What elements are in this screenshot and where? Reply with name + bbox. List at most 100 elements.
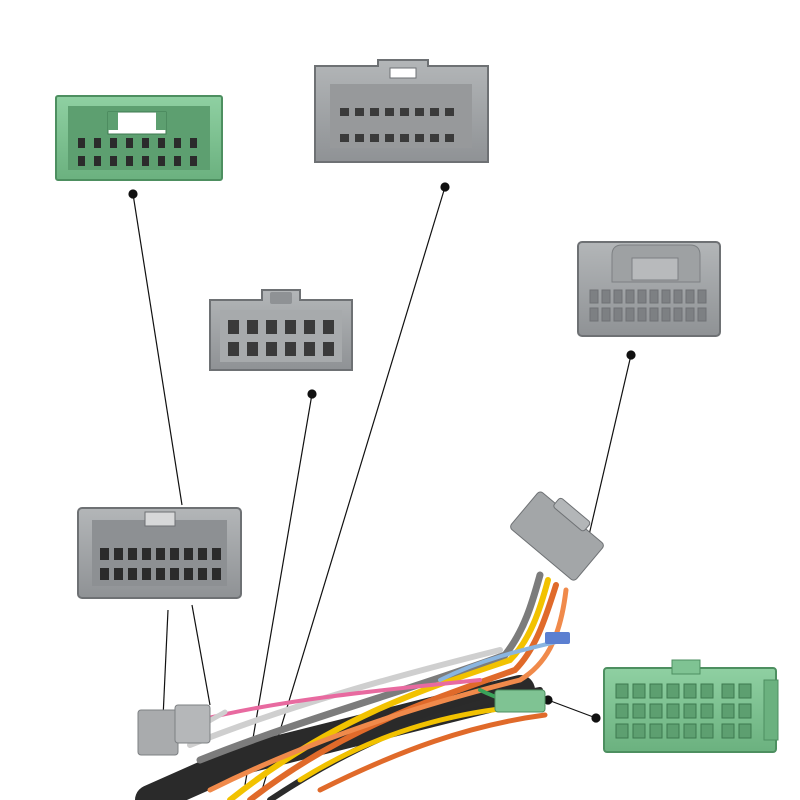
wire <box>198 678 482 722</box>
pin-cavity <box>198 548 207 560</box>
leader-dot <box>440 182 450 192</box>
pin-cavity <box>114 548 123 560</box>
leader-line-gray-20pin-left-a <box>162 609 169 719</box>
leader-line-gray-20pin-left-b <box>191 604 211 706</box>
pin-row <box>615 683 752 739</box>
wire <box>247 582 559 800</box>
pin-cavity <box>304 342 315 356</box>
pin-cavity <box>266 320 277 334</box>
pin-cavity <box>128 548 137 560</box>
pin-cavity <box>589 289 599 304</box>
pin-cavity <box>156 548 165 560</box>
pin-cavity <box>385 134 394 142</box>
pin-cavity <box>700 683 714 699</box>
small-green-plug <box>494 689 546 713</box>
connector-green-24pin <box>603 659 779 753</box>
leader-dot <box>307 389 317 399</box>
pin-cavity <box>110 156 117 166</box>
pin-row <box>228 320 334 356</box>
pin-cavity <box>247 320 258 334</box>
pin-cavity <box>400 134 409 142</box>
pin-cavity <box>170 548 179 560</box>
pin-cavity <box>721 703 735 719</box>
pin-cavity <box>637 307 647 322</box>
pin-cavity <box>174 156 181 166</box>
pin-cavity <box>340 134 349 142</box>
pin-cavity <box>625 307 635 322</box>
pin-cavity <box>673 289 683 304</box>
pin-cavity <box>683 683 697 699</box>
pin-cavity <box>700 703 714 719</box>
pin-row <box>100 548 221 580</box>
pin-cavity <box>685 289 695 304</box>
pin-cavity <box>110 138 117 148</box>
pin-cavity <box>142 548 151 560</box>
leader-dot <box>591 713 601 723</box>
connector-gray-20pin-right <box>577 241 721 337</box>
wire <box>187 647 503 748</box>
pin-cavity <box>738 703 752 719</box>
connector-gray-16pin-top <box>314 59 489 163</box>
wire-bundle <box>135 571 569 800</box>
pin-cavity <box>100 548 109 560</box>
pin-cavity <box>126 138 133 148</box>
pin-cavity <box>198 568 207 580</box>
pin-cavity <box>615 683 629 699</box>
pin-cavity <box>323 342 334 356</box>
pin-cavity <box>632 723 646 739</box>
leader-line-green-24pin <box>547 699 597 719</box>
small-gray-plug <box>137 709 179 756</box>
pin-cavity <box>126 156 133 166</box>
pin-cavity <box>156 568 165 580</box>
pin-cavity <box>615 723 629 739</box>
pin-cavity <box>228 342 239 356</box>
pin-cavity <box>632 703 646 719</box>
pin-cavity <box>430 134 439 142</box>
pin-cavity <box>158 138 165 148</box>
pin-cavity <box>666 723 680 739</box>
pin-cavity <box>601 289 611 304</box>
pin-cavity <box>632 683 646 699</box>
pin-cavity <box>721 723 735 739</box>
pin-cavity <box>184 548 193 560</box>
pin-cavity <box>285 342 296 356</box>
pin-cavity <box>114 568 123 580</box>
pin-cavity <box>445 134 454 142</box>
pin-cavity <box>415 134 424 142</box>
harness-small-connectors <box>137 491 604 756</box>
pin-cavity <box>370 108 379 116</box>
pin-cavity <box>340 108 349 116</box>
pin-cavity <box>589 307 599 322</box>
leader-line-gray-20pin-right <box>585 354 632 549</box>
pin-cavity <box>142 156 149 166</box>
pin-cavity <box>685 307 695 322</box>
pin-cavity <box>700 723 714 739</box>
pin-cavity <box>666 683 680 699</box>
pin-cavity <box>661 307 671 322</box>
leader-dot <box>128 189 138 199</box>
pin-cavity <box>738 683 752 699</box>
pin-cavity <box>370 134 379 142</box>
leader-lines <box>128 182 636 791</box>
pin-row <box>340 108 454 142</box>
pin-cavity <box>100 568 109 580</box>
leader-line-green-16pin <box>132 193 183 506</box>
pin-cavity <box>323 320 334 334</box>
connector-gray-20pin-left <box>77 507 242 599</box>
pin-cavity <box>94 156 101 166</box>
pin-cavity <box>385 108 394 116</box>
pin-cavity <box>128 568 137 580</box>
pin-cavity <box>228 320 239 334</box>
pin-cavity <box>445 108 454 116</box>
pin-cavity <box>697 307 707 322</box>
leader-dot <box>626 350 636 360</box>
gray-20pin-right-mounted <box>510 491 604 581</box>
small-blue-plug <box>545 632 570 644</box>
pin-cavity <box>212 548 221 560</box>
pin-row <box>78 138 197 166</box>
pin-cavity <box>738 723 752 739</box>
pin-row <box>589 289 707 322</box>
pin-cavity <box>697 289 707 304</box>
pin-cavity <box>304 320 315 334</box>
pin-cavity <box>212 568 221 580</box>
